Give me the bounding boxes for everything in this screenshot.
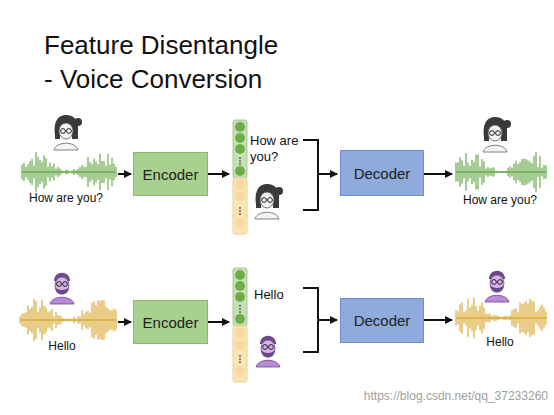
feature-dot bbox=[235, 133, 245, 143]
box-label: Decoder bbox=[354, 312, 411, 329]
ellipsis-dot bbox=[239, 157, 241, 159]
waveform-axis bbox=[20, 320, 116, 321]
ellipsis-dot bbox=[239, 213, 241, 215]
diagram-title: Feature Disentangle - Voice Conversion bbox=[44, 28, 288, 96]
ellipsis-dot bbox=[239, 361, 241, 363]
ellipsis-dot bbox=[239, 210, 241, 212]
ellipsis-dot bbox=[239, 311, 241, 313]
ellipsis-dot bbox=[239, 163, 241, 165]
watermark: https://blog.csdn.net/qq_37233260 bbox=[364, 389, 548, 404]
utterance-label: Hello bbox=[48, 339, 75, 354]
feature-dot bbox=[235, 122, 245, 132]
ellipsis-dot bbox=[239, 160, 241, 162]
content-label: How are you? bbox=[250, 133, 310, 165]
utterance-label: How are you? bbox=[29, 191, 103, 206]
utterance-label: How are you? bbox=[463, 193, 537, 208]
box-label: Decoder bbox=[354, 165, 411, 182]
content-label: Hello bbox=[254, 287, 304, 303]
feature-dot bbox=[235, 144, 245, 154]
feature-dot bbox=[235, 366, 245, 376]
ellipsis-dot bbox=[239, 355, 241, 357]
ellipsis-dot bbox=[239, 308, 241, 310]
waveform-axis bbox=[22, 172, 116, 173]
utterance-label: Hello bbox=[486, 335, 513, 350]
box-label: Encoder bbox=[143, 314, 199, 331]
encoder-box: Encoder bbox=[133, 152, 208, 196]
ellipsis-dot bbox=[239, 207, 241, 209]
waveform-axis bbox=[456, 318, 546, 319]
box-label: Encoder bbox=[143, 166, 199, 183]
waveform-axis bbox=[456, 172, 546, 173]
feature-dot bbox=[235, 328, 245, 338]
decoder-box: Decoder bbox=[340, 298, 424, 343]
decoder-box: Decoder bbox=[340, 150, 424, 196]
feature-dot bbox=[235, 180, 245, 190]
feature-dot bbox=[235, 192, 245, 202]
ellipsis-dot bbox=[239, 358, 241, 360]
feature-dot bbox=[235, 218, 245, 228]
ellipsis-dot bbox=[239, 305, 241, 307]
feature-dot bbox=[235, 314, 245, 324]
feature-dot bbox=[235, 166, 245, 176]
encoder-box: Encoder bbox=[133, 300, 208, 344]
feature-dot bbox=[235, 281, 245, 291]
feature-dot bbox=[235, 340, 245, 350]
feature-dot bbox=[235, 292, 245, 302]
feature-dot bbox=[235, 270, 245, 280]
